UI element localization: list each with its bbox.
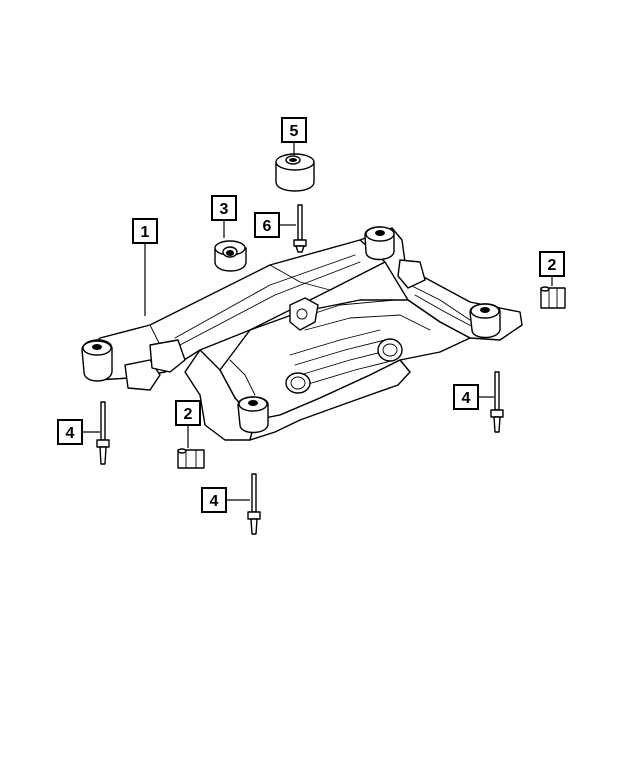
bolt-left xyxy=(96,401,110,465)
clamp-right xyxy=(540,286,566,309)
callout-6-label: 6 xyxy=(263,218,272,235)
callout-2-right-label: 2 xyxy=(548,257,557,274)
crossmember-assembly xyxy=(81,226,523,441)
bolt-right xyxy=(490,371,504,433)
callout-4-center: 4 xyxy=(201,487,227,513)
callout-5-label: 5 xyxy=(290,123,299,140)
callout-4-right-label: 4 xyxy=(462,390,471,407)
callout-1: 1 xyxy=(132,218,158,244)
callout-4-left-label: 4 xyxy=(66,425,75,442)
bushing-medium xyxy=(214,240,247,272)
clamp-left xyxy=(177,448,205,469)
leader-lines xyxy=(82,143,553,501)
callout-4-left: 4 xyxy=(57,419,83,445)
callout-2-left-label: 2 xyxy=(184,406,193,423)
callout-3-label: 3 xyxy=(220,201,229,218)
bushing-large xyxy=(275,153,315,192)
bolt-part-6 xyxy=(293,204,307,253)
bolt-center xyxy=(247,473,261,535)
callout-4-center-label: 4 xyxy=(210,493,219,510)
callout-1-label: 1 xyxy=(141,224,150,241)
callout-6: 6 xyxy=(254,212,280,238)
callout-2-right: 2 xyxy=(539,251,565,277)
callout-5: 5 xyxy=(281,117,307,143)
callout-3: 3 xyxy=(211,195,237,221)
callout-2-left: 2 xyxy=(175,400,201,426)
callout-4-right: 4 xyxy=(453,384,479,410)
